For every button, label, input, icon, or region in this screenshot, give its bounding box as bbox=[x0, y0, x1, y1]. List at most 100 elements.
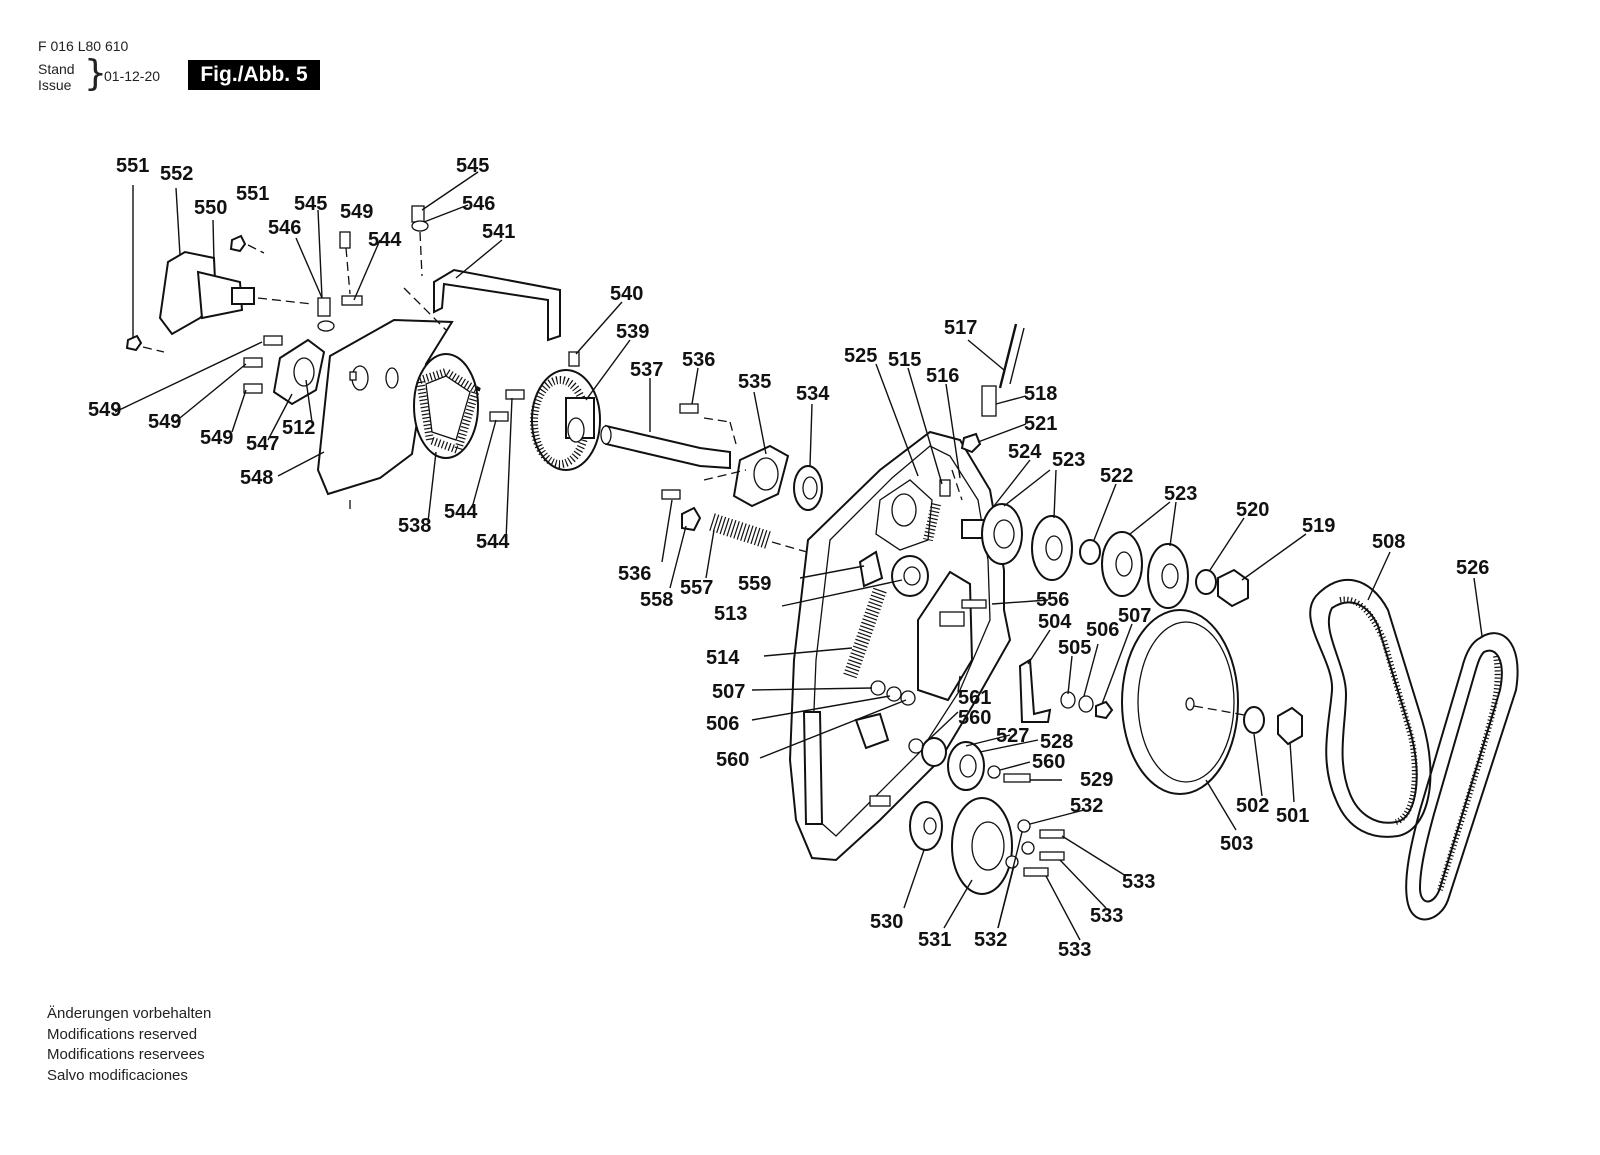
part-label: 549 bbox=[148, 411, 181, 433]
part-label: 549 bbox=[340, 201, 373, 223]
part-label: 549 bbox=[200, 427, 233, 449]
part-label: 547 bbox=[246, 433, 279, 455]
part-label: 561 bbox=[958, 687, 991, 709]
part-label: 533 bbox=[1122, 871, 1155, 893]
part-label: 516 bbox=[926, 365, 959, 387]
part-number-labels: 551 552 550 551 545 546 549 544 545 546 … bbox=[88, 155, 1489, 961]
toothed-wheel-538 bbox=[413, 353, 481, 459]
part-label: 538 bbox=[398, 515, 431, 537]
part-label: 505 bbox=[1058, 637, 1091, 659]
part-label: 560 bbox=[716, 749, 749, 771]
part-label: 519 bbox=[1302, 515, 1335, 537]
part-label: 534 bbox=[796, 383, 830, 405]
part-label: 525 bbox=[844, 345, 877, 367]
part-label: 536 bbox=[682, 349, 715, 371]
part-label: 536 bbox=[618, 563, 651, 585]
part-label: 548 bbox=[240, 467, 273, 489]
part-label: 560 bbox=[958, 707, 991, 729]
part-label: 526 bbox=[1456, 557, 1489, 579]
part-label: 506 bbox=[706, 713, 739, 735]
part-label: 552 bbox=[160, 163, 193, 185]
part-label: 533 bbox=[1090, 905, 1123, 927]
note-line: Modifications reservees bbox=[47, 1046, 205, 1063]
part-label: 559 bbox=[738, 573, 771, 595]
stand-issue-label: Stand Issue bbox=[38, 61, 75, 93]
part-label: 532 bbox=[974, 929, 1007, 951]
part-label: 520 bbox=[1236, 499, 1269, 521]
gear-539 bbox=[530, 351, 601, 471]
leader-lines bbox=[114, 171, 1483, 941]
belt-526 bbox=[1405, 632, 1519, 921]
part-label: 518 bbox=[1024, 383, 1057, 405]
part-label: 521 bbox=[1024, 413, 1057, 435]
small-bolts-left bbox=[243, 205, 525, 422]
part-label: 557 bbox=[680, 577, 713, 599]
part-label: 527 bbox=[996, 725, 1029, 747]
notes-block: Änderungen vorbehalten Modifications res… bbox=[47, 1004, 211, 1086]
note-line: Änderungen vorbehalten bbox=[47, 1005, 212, 1022]
motor-flange-assembly bbox=[125, 185, 313, 353]
part-label: 544 bbox=[368, 229, 402, 251]
support-plate-548 bbox=[272, 287, 454, 510]
part-label: 503 bbox=[1220, 833, 1253, 855]
shaft-537 bbox=[600, 403, 731, 532]
part-label: 507 bbox=[1118, 605, 1151, 627]
note-line: Modifications reserved bbox=[47, 1025, 198, 1043]
part-label: 528 bbox=[1040, 731, 1073, 753]
part-label: 544 bbox=[476, 531, 510, 553]
bracket-541 bbox=[433, 268, 561, 342]
part-label: 523 bbox=[1052, 449, 1085, 471]
part-label: 560 bbox=[1032, 751, 1065, 773]
belt-508 bbox=[1309, 579, 1432, 838]
stand-label: Stand bbox=[38, 61, 75, 77]
part-label: 546 bbox=[268, 217, 301, 239]
part-label: 515 bbox=[888, 349, 921, 371]
part-label: 533 bbox=[1058, 939, 1091, 961]
part-label: 529 bbox=[1080, 769, 1113, 791]
part-label: 551 bbox=[236, 183, 269, 205]
part-label: 558 bbox=[640, 589, 673, 611]
issue-date: 01-12-20 bbox=[104, 68, 161, 84]
brace-glyph: } bbox=[84, 53, 107, 94]
part-label: 545 bbox=[294, 193, 327, 215]
part-label: 537 bbox=[630, 359, 663, 381]
part-label: 535 bbox=[738, 371, 771, 393]
part-label: 530 bbox=[870, 911, 903, 933]
large-pulley-503 bbox=[1121, 609, 1303, 795]
issue-label: Issue bbox=[38, 77, 72, 93]
part-label: 524 bbox=[1008, 441, 1042, 463]
part-label: 523 bbox=[1164, 483, 1197, 505]
part-label: 541 bbox=[482, 221, 515, 243]
part-label: 539 bbox=[616, 321, 649, 343]
part-label: 550 bbox=[194, 197, 227, 219]
part-label: 513 bbox=[714, 603, 747, 625]
note-line: Salvo modificaciones bbox=[47, 1066, 188, 1084]
part-label: 517 bbox=[944, 317, 977, 339]
part-label: 514 bbox=[706, 647, 740, 669]
part-label: 532 bbox=[1070, 795, 1103, 817]
part-label: 504 bbox=[1038, 611, 1072, 633]
part-label: 549 bbox=[88, 399, 121, 421]
part-label: 502 bbox=[1236, 795, 1269, 817]
spring-557 bbox=[709, 513, 815, 555]
pulley-stack-right bbox=[961, 503, 1249, 723]
part-label: 540 bbox=[610, 283, 643, 305]
part-label: 544 bbox=[444, 501, 478, 523]
part-label: 512 bbox=[282, 417, 315, 439]
part-label: 531 bbox=[918, 929, 951, 951]
main-housing-plate bbox=[788, 430, 1031, 862]
bearing-flange-535 bbox=[703, 417, 823, 511]
figure-label: Fig./Abb. 5 bbox=[188, 60, 320, 90]
part-label: 545 bbox=[456, 155, 489, 177]
small-pulley-531 bbox=[909, 797, 1065, 895]
part-label: 551 bbox=[116, 155, 149, 177]
part-label: 507 bbox=[712, 681, 745, 703]
part-label: 508 bbox=[1372, 531, 1405, 553]
cable-517 bbox=[960, 323, 1025, 454]
part-label: 522 bbox=[1100, 465, 1133, 487]
part-label: 506 bbox=[1086, 619, 1119, 641]
document-number: F 016 L80 610 bbox=[38, 38, 129, 54]
part-label: 546 bbox=[462, 193, 495, 215]
part-label: 501 bbox=[1276, 805, 1309, 827]
